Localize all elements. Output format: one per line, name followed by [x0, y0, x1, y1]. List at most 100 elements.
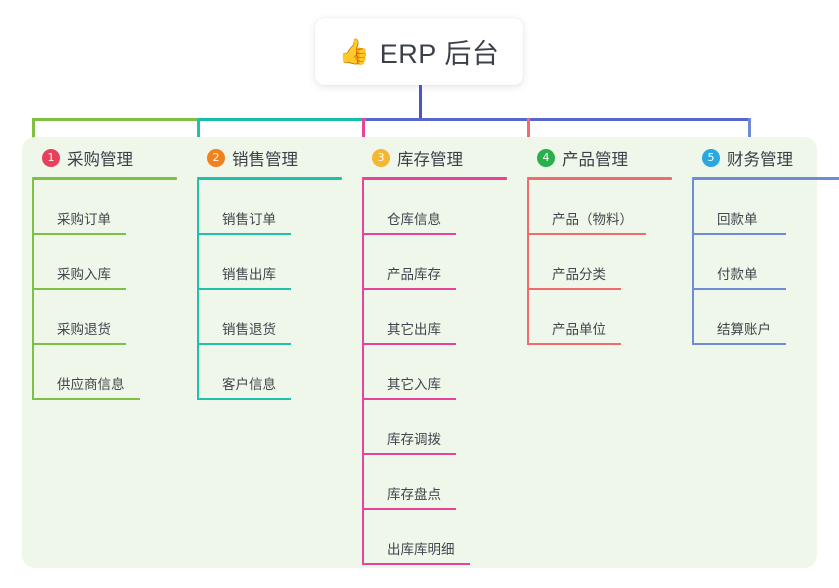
- trunk-segment-1: [32, 118, 197, 121]
- branch-number-badge: 4: [537, 149, 555, 167]
- branch-item[interactable]: 销售退货: [197, 290, 342, 345]
- branch-item-rule: [364, 398, 456, 400]
- branch-spine: [362, 180, 364, 565]
- branch-item-list: 产品（物料） 产品分类产品单位: [527, 180, 672, 345]
- branch-item[interactable]: 出库库明细: [362, 510, 507, 565]
- branch-item-rule: [199, 398, 291, 400]
- branch-item-label: 销售订单: [222, 212, 276, 227]
- branch-drop-5: [748, 118, 751, 148]
- branch-item-label: 其它入库: [387, 377, 441, 392]
- branch-drop-1: [32, 118, 35, 148]
- branch-item-label: 采购入库: [57, 267, 111, 282]
- branch-item-rule: [694, 288, 786, 290]
- branch-item-label: 仓库信息: [387, 212, 441, 227]
- branch-column-4: 4 产品管理产品（物料） 产品分类产品单位: [527, 145, 672, 345]
- branch-item-rule: [34, 288, 126, 290]
- branch-item-rule: [199, 233, 291, 235]
- branch-item[interactable]: 产品单位: [527, 290, 672, 345]
- branch-item[interactable]: 产品库存: [362, 235, 507, 290]
- branch-item-rule: [34, 398, 140, 400]
- branch-item-label: 库存盘点: [387, 487, 441, 502]
- branch-drop-3: [362, 118, 365, 148]
- branch-item[interactable]: 供应商信息: [32, 345, 177, 400]
- branch-item-label: 客户信息: [222, 377, 276, 392]
- branch-item[interactable]: 库存盘点: [362, 455, 507, 510]
- branch-header-3[interactable]: 3 库存管理: [362, 145, 507, 171]
- branch-item-label: 结算账户: [717, 322, 771, 337]
- branch-number-badge: 1: [42, 149, 60, 167]
- branch-item[interactable]: 采购订单: [32, 180, 177, 235]
- branch-spine: [692, 180, 694, 345]
- branch-header-4[interactable]: 4 产品管理: [527, 145, 672, 171]
- branch-number-badge: 5: [702, 149, 720, 167]
- branch-item[interactable]: 采购入库: [32, 235, 177, 290]
- branch-title: 产品管理: [562, 151, 628, 169]
- branch-item-rule: [694, 233, 786, 235]
- branch-header-rule: [692, 177, 839, 180]
- branch-item-rule: [364, 343, 456, 345]
- branch-header-rule: [32, 177, 177, 180]
- branch-item-label: 销售退货: [222, 322, 276, 337]
- branch-header-5[interactable]: 5 财务管理: [692, 145, 839, 171]
- thumbs-up-icon: 👍: [338, 38, 370, 66]
- branch-item-label: 产品（物料）: [552, 212, 633, 227]
- branches-panel: [22, 137, 817, 568]
- branch-item[interactable]: 销售出库: [197, 235, 342, 290]
- branch-item[interactable]: 其它出库: [362, 290, 507, 345]
- branch-item-rule: [364, 453, 456, 455]
- branch-item-label: 其它出库: [387, 322, 441, 337]
- branch-item-list: 回款单付款单结算账户: [692, 180, 839, 345]
- branch-item[interactable]: 付款单: [692, 235, 839, 290]
- trunk-segment-3: [366, 118, 748, 121]
- branch-item[interactable]: 销售订单: [197, 180, 342, 235]
- branch-item-label: 供应商信息: [57, 377, 125, 392]
- branch-item-rule: [529, 343, 621, 345]
- branch-item[interactable]: 产品（物料）: [527, 180, 672, 235]
- branch-item-rule: [694, 343, 786, 345]
- branch-item-label: 产品分类: [552, 267, 606, 282]
- branch-drop-4: [527, 118, 530, 148]
- branch-item[interactable]: 回款单: [692, 180, 839, 235]
- branch-item-rule: [529, 288, 621, 290]
- branch-item-label: 采购退货: [57, 322, 111, 337]
- branch-item[interactable]: 采购退货: [32, 290, 177, 345]
- branch-column-5: 5 财务管理回款单付款单结算账户: [692, 145, 839, 345]
- branch-column-2: 2 销售管理销售订单销售出库销售退货客户信息: [197, 145, 342, 400]
- branch-header-2[interactable]: 2 销售管理: [197, 145, 342, 171]
- root-node[interactable]: 👍 ERP 后台: [315, 18, 523, 85]
- root-node-label: ERP 后台: [379, 39, 500, 69]
- branch-item-list: 销售订单销售出库销售退货客户信息: [197, 180, 342, 400]
- branch-item-label: 销售出库: [222, 267, 276, 282]
- branch-item-list: 采购订单采购入库采购退货供应商信息: [32, 180, 177, 400]
- branch-item-rule: [364, 288, 456, 290]
- branch-item[interactable]: 客户信息: [197, 345, 342, 400]
- branch-item[interactable]: 库存调拨: [362, 400, 507, 455]
- branch-spine: [527, 180, 529, 345]
- branch-item[interactable]: 其它入库: [362, 345, 507, 400]
- trunk-segment-2: [197, 118, 366, 121]
- branch-item[interactable]: 仓库信息: [362, 180, 507, 235]
- branch-item-label: 库存调拨: [387, 432, 441, 447]
- branch-item[interactable]: 结算账户: [692, 290, 839, 345]
- branch-item[interactable]: 产品分类: [527, 235, 672, 290]
- branch-spine: [32, 180, 34, 400]
- branch-item-rule: [199, 343, 291, 345]
- branch-item-list: 仓库信息产品库存其它出库其它入库库存调拨库存盘点出库库明细: [362, 180, 507, 565]
- branch-item-rule: [34, 233, 126, 235]
- branch-title: 库存管理: [397, 151, 463, 169]
- branch-item-rule: [364, 508, 456, 510]
- branch-spine: [197, 180, 199, 400]
- branch-item-rule: [529, 233, 646, 235]
- branch-item-rule: [364, 233, 456, 235]
- root-node-content: 👍 ERP 后台: [339, 32, 500, 71]
- branch-number-badge: 2: [207, 149, 225, 167]
- branch-title: 财务管理: [727, 151, 793, 169]
- branch-item-label: 采购订单: [57, 212, 111, 227]
- branch-drop-2: [197, 118, 200, 148]
- branch-title: 销售管理: [232, 151, 298, 169]
- branch-number-badge: 3: [372, 149, 390, 167]
- branch-item-rule: [199, 288, 291, 290]
- root-stem: [419, 85, 422, 121]
